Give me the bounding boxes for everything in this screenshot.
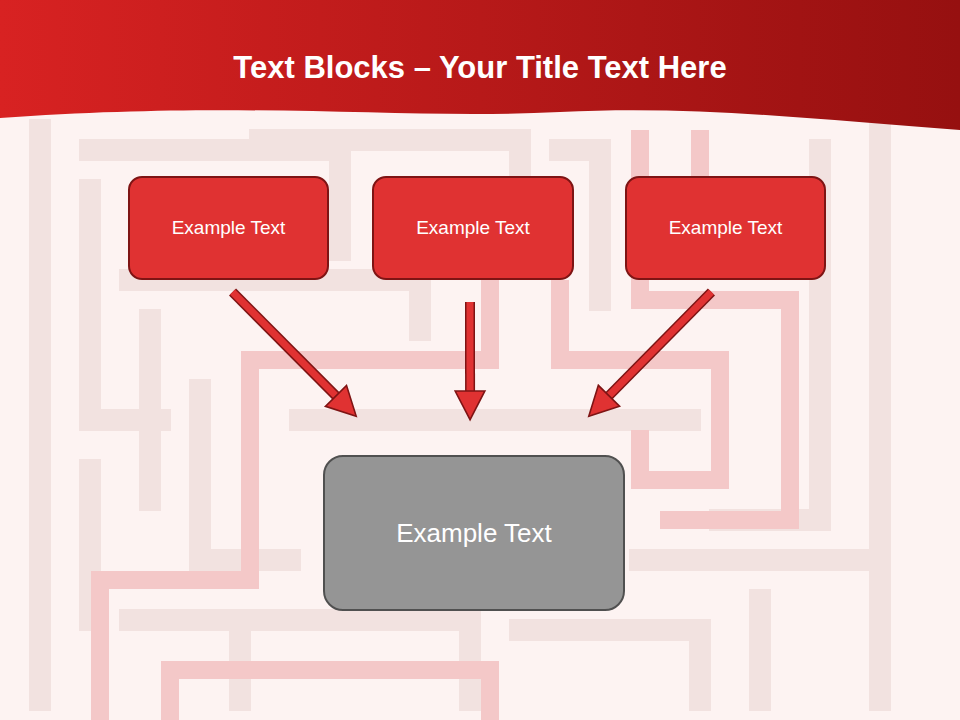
header-band bbox=[0, 0, 960, 130]
slide-title: Text Blocks – Your Title Text Here bbox=[0, 50, 960, 86]
box-label: Example Text bbox=[396, 518, 552, 549]
box-label: Example Text bbox=[669, 217, 783, 239]
process-box: Example Text bbox=[128, 176, 329, 280]
arrow-shaft bbox=[466, 302, 473, 391]
box-label: Example Text bbox=[172, 217, 286, 239]
arrow-shaft bbox=[609, 292, 711, 396]
arrow-outline bbox=[465, 302, 475, 391]
arrow-connector bbox=[469, 302, 470, 391]
arrow-connector bbox=[233, 292, 336, 396]
arrow-connector bbox=[609, 292, 711, 396]
arrow-shaft bbox=[233, 292, 336, 396]
process-box: Example Text bbox=[372, 176, 574, 280]
arrow-outline bbox=[233, 292, 336, 396]
result-box: Example Text bbox=[323, 455, 625, 611]
box-label: Example Text bbox=[416, 217, 530, 239]
process-box: Example Text bbox=[625, 176, 826, 280]
arrow-outline bbox=[609, 292, 711, 396]
